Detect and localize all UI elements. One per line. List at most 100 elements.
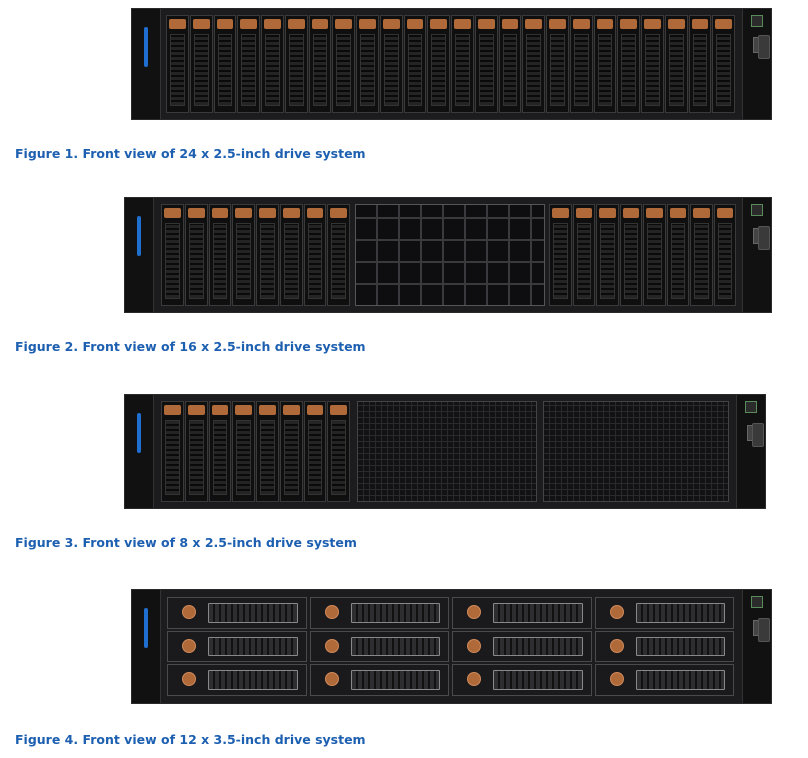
server-front-24-drive [131,8,772,120]
drive-bay [619,204,642,306]
drive-latch-icon [467,672,481,687]
drive-bay [284,15,308,113]
drive-grill [336,34,351,106]
vga-port-icon [758,226,770,250]
vga-port-icon [752,423,764,447]
drive-latch-icon [259,208,276,218]
figure-caption: Figure 4. Front view of 12 x 3.5-inch dr… [15,732,366,747]
server-front-16-drive [124,197,772,313]
drive-bays-right [549,204,737,306]
drive-bay [167,664,307,696]
drive-latch-icon [454,19,471,29]
power-button-icon [745,401,757,413]
drive-grill [312,34,328,106]
drive-grill [383,34,399,106]
drive-latch-icon [324,672,339,687]
drive-bay [452,597,592,629]
drive-bay [594,664,734,696]
drive-bay [690,204,713,306]
drive-grill [283,420,299,495]
drive-grill [331,420,346,495]
drive-latch-icon [306,208,324,218]
drive-handle [208,670,298,690]
drive-bay [256,204,279,306]
drive-bay [309,664,449,696]
drive-grill [694,223,709,299]
drive-bay [594,597,734,629]
drive-latch-icon [575,208,592,218]
figure-caption: Figure 1. Front view of 24 x 2.5-inch dr… [15,146,366,161]
drive-latch-icon [282,208,300,218]
drive-handle [493,670,583,690]
drive-bay [643,204,666,306]
drive-latch-icon [406,19,424,29]
drive-bay [237,15,260,113]
status-led [137,413,141,453]
drive-grill [553,223,568,299]
drive-grill [331,223,346,299]
drive-latch-icon [477,19,495,29]
drive-bay [688,15,712,113]
drive-bay [161,204,184,306]
drive-bay [184,401,208,502]
drive-grill [550,34,565,106]
drive-grill [502,34,518,106]
drive-bay [279,401,303,502]
drive-grill [647,223,662,299]
drive-latch-icon [609,638,624,653]
drive-grill [600,223,615,299]
drive-grill [621,34,636,106]
drive-grill [260,420,275,495]
drive-bay [596,204,619,306]
left-control-panel [132,590,161,703]
drive-bay [208,204,232,306]
right-control-panel [742,590,771,703]
drive-bay [232,204,255,306]
drive-bay [666,204,689,306]
drive-bay [474,15,498,113]
drive-bay [641,15,664,113]
left-control-panel [125,198,154,312]
drive-latch-icon [525,19,542,29]
drive-handle [350,603,440,623]
drive-bay [572,204,595,306]
drive-grill [670,223,685,299]
drive-bay [664,15,688,113]
drive-latch-icon [330,405,347,415]
drive-latch-icon [192,19,210,29]
drive-latch-icon [620,19,637,29]
drive-grill [165,223,180,299]
drive-handle [635,603,725,623]
drive-grill [212,223,228,299]
drive-bay [569,15,593,113]
drive-latch-icon [609,672,624,687]
drive-grill [236,420,251,495]
vga-port-icon [758,618,770,642]
drive-grill [717,223,732,299]
drive-bay [308,15,332,113]
drive-latch-icon [330,208,347,218]
figure-caption: Figure 2. Front view of 16 x 2.5-inch dr… [15,339,366,354]
drive-latch-icon [467,638,481,653]
left-control-panel [132,9,161,119]
drive-latch-icon [691,19,709,29]
drive-bay [213,15,237,113]
right-control-panel [742,9,771,119]
drive-latch-icon [182,672,196,687]
drive-bay [232,401,255,502]
drive-grill [212,420,228,495]
drive-latch-icon [324,605,339,619]
drive-bay [166,15,189,113]
drive-latch-icon [552,208,569,218]
drive-bays [161,401,351,502]
drive-latch-icon [599,208,616,218]
drive-grill [573,34,589,106]
drive-bay [167,630,307,663]
drive-latch-icon [169,19,186,29]
drive-bays [166,596,736,697]
drive-bay [546,15,569,113]
drive-latch-icon [501,19,519,29]
drive-grill [217,34,233,106]
status-led [144,27,148,67]
drive-bay [309,630,449,663]
